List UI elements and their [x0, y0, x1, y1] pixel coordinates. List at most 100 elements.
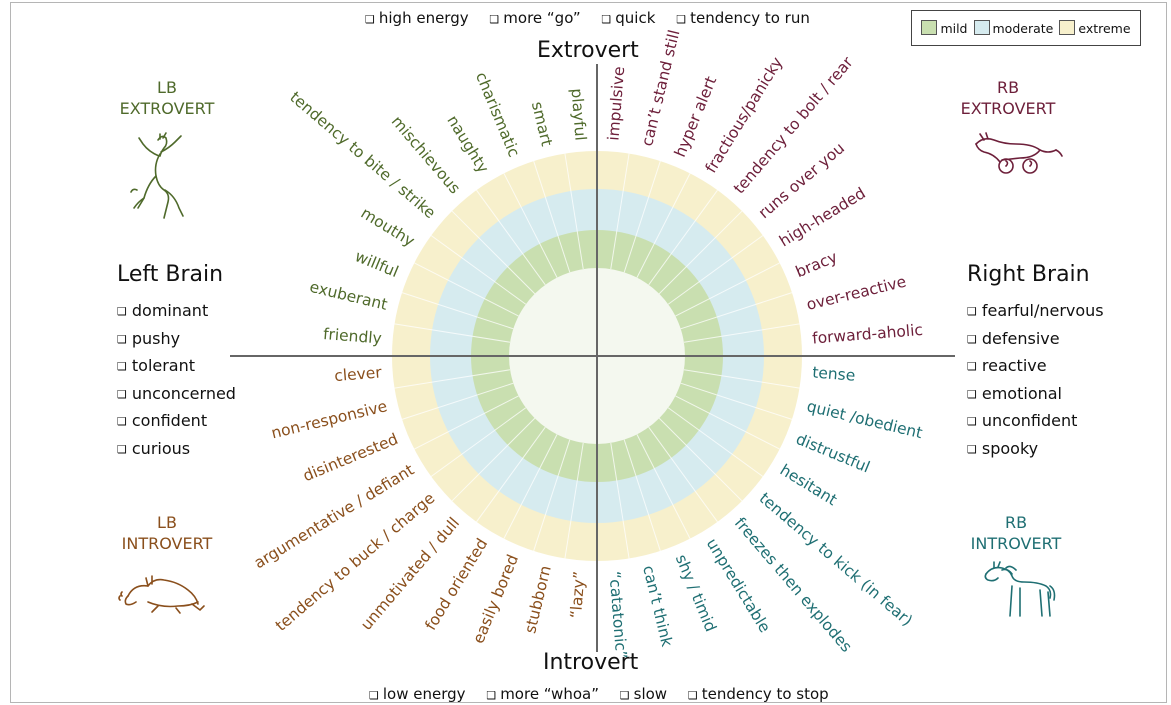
segment-label: hesitant [777, 461, 840, 509]
segment-label: smart [528, 100, 556, 148]
left-trait: ❑tolerant [117, 356, 196, 375]
top-trait: ❑high energy [365, 9, 469, 27]
segment-divider [401, 292, 514, 330]
segment-label: impulsive [604, 66, 628, 142]
segment-divider [564, 442, 584, 559]
left-brain-label: Left Brain [117, 262, 224, 287]
segment-divider [680, 292, 793, 330]
segment-label: hyper alert [671, 74, 720, 160]
top-traits-row: ❑high energy ❑more “go” ❑quick ❑tendency… [365, 9, 826, 27]
segment-divider [636, 434, 691, 539]
segment-divider [451, 417, 536, 502]
segment-divider [414, 395, 519, 450]
right-trait: ❑reactive [967, 356, 1047, 375]
right-brain-traits: ❑fearful/nervous ❑defensive ❑reactive ❑e… [967, 298, 1104, 463]
legend-extreme: extreme [1059, 20, 1131, 36]
bottom-trait: ❑slow [619, 685, 668, 703]
segment-label: non-responsive [269, 397, 389, 442]
segment-label: naughty [443, 112, 492, 176]
segment-divider [414, 262, 519, 317]
segment-divider [675, 395, 780, 450]
segment-label: friendly [322, 325, 382, 348]
segment-divider [476, 426, 546, 523]
segment-label: forward-aholic [812, 321, 924, 348]
segment-label: willful [352, 247, 401, 281]
segment-divider [503, 173, 558, 278]
segment-label: bracy [793, 248, 840, 281]
left-trait: ❑pushy [117, 328, 181, 348]
segment-divider [401, 382, 514, 420]
legend-mild: mild [921, 20, 968, 36]
segment-divider [476, 189, 546, 286]
right-trait: ❑emotional [967, 383, 1062, 403]
segment-label: mouthy [358, 204, 418, 250]
segment-divider [533, 160, 571, 273]
segment-label: “lazy” [567, 571, 589, 619]
segment-divider [451, 210, 536, 295]
segment-divider [667, 407, 764, 477]
segment-divider [394, 369, 511, 389]
top-trait: ❑tendency to run [676, 9, 810, 27]
bolting-horse-icon [975, 132, 1063, 174]
left-trait: ❑curious [117, 438, 191, 458]
segment-divider [658, 417, 743, 502]
segment-divider [533, 439, 571, 552]
segment-label: distrustful [793, 430, 872, 477]
segment-divider [394, 323, 511, 343]
segment-divider [610, 442, 630, 559]
segment-divider [623, 439, 661, 552]
segment-label: over-reactive [805, 273, 908, 314]
segment-divider [683, 323, 800, 343]
segment-label: shy / timid [672, 552, 720, 634]
right-trait: ❑unconfident [967, 411, 1078, 430]
segment-divider [636, 173, 691, 278]
segment-divider [683, 369, 800, 389]
segment-label: argumentative / defiant [251, 461, 417, 572]
legend-moderate: moderate [973, 20, 1053, 36]
segment-divider [675, 262, 780, 317]
segment-divider [658, 210, 743, 295]
bottom-trait: ❑low energy [369, 685, 466, 703]
segment-divider [430, 235, 527, 305]
introvert-axis-label: Introvert [543, 650, 639, 675]
legend: mild moderate extreme [911, 10, 1141, 46]
segment-label: can’t think [639, 564, 676, 649]
segment-label: can’t stand still [638, 28, 683, 148]
segment-label: quiet /obedient [805, 397, 924, 442]
segment-divider [648, 189, 718, 286]
figure-frame [10, 2, 1167, 703]
segment-label: stubborn [521, 564, 555, 635]
left-trait: ❑unconcerned [117, 383, 236, 403]
left-brain-traits: ❑dominant ❑pushy ❑tolerant ❑unconcerned … [117, 298, 236, 463]
standing-horse-icon [984, 561, 1056, 617]
right-trait: ❑defensive [967, 328, 1060, 348]
rearing-horse-icon [130, 132, 184, 219]
left-trait: ❑confident [117, 411, 208, 430]
top-trait: ❑more “go” [489, 9, 581, 27]
segment-label: playful [568, 88, 590, 142]
segment-divider [503, 434, 558, 539]
segment-divider [680, 382, 793, 420]
right-trait: ❑spooky [967, 438, 1039, 458]
bottom-trait: ❑more “whoa” [486, 685, 599, 703]
right-trait: ❑fearful/nervous [967, 301, 1104, 320]
bottom-traits-row: ❑low energy ❑more “whoa” ❑slow ❑tendency… [369, 685, 845, 703]
segment-divider [564, 153, 584, 270]
segment-divider [667, 235, 764, 305]
top-trait: ❑quick [601, 9, 656, 27]
segment-divider [648, 426, 718, 523]
segment-label: “catatonic” [605, 571, 630, 660]
segment-divider [610, 153, 630, 270]
bottom-trait: ❑tendency to stop [687, 685, 829, 703]
segment-label: tense [812, 363, 856, 384]
left-trait: ❑dominant [117, 301, 209, 320]
segment-divider [623, 160, 661, 273]
segment-label: exuberant [308, 278, 389, 314]
segment-divider [430, 407, 527, 477]
extrovert-axis-label: Extrovert [537, 38, 639, 63]
lying-horse-icon [118, 575, 205, 614]
